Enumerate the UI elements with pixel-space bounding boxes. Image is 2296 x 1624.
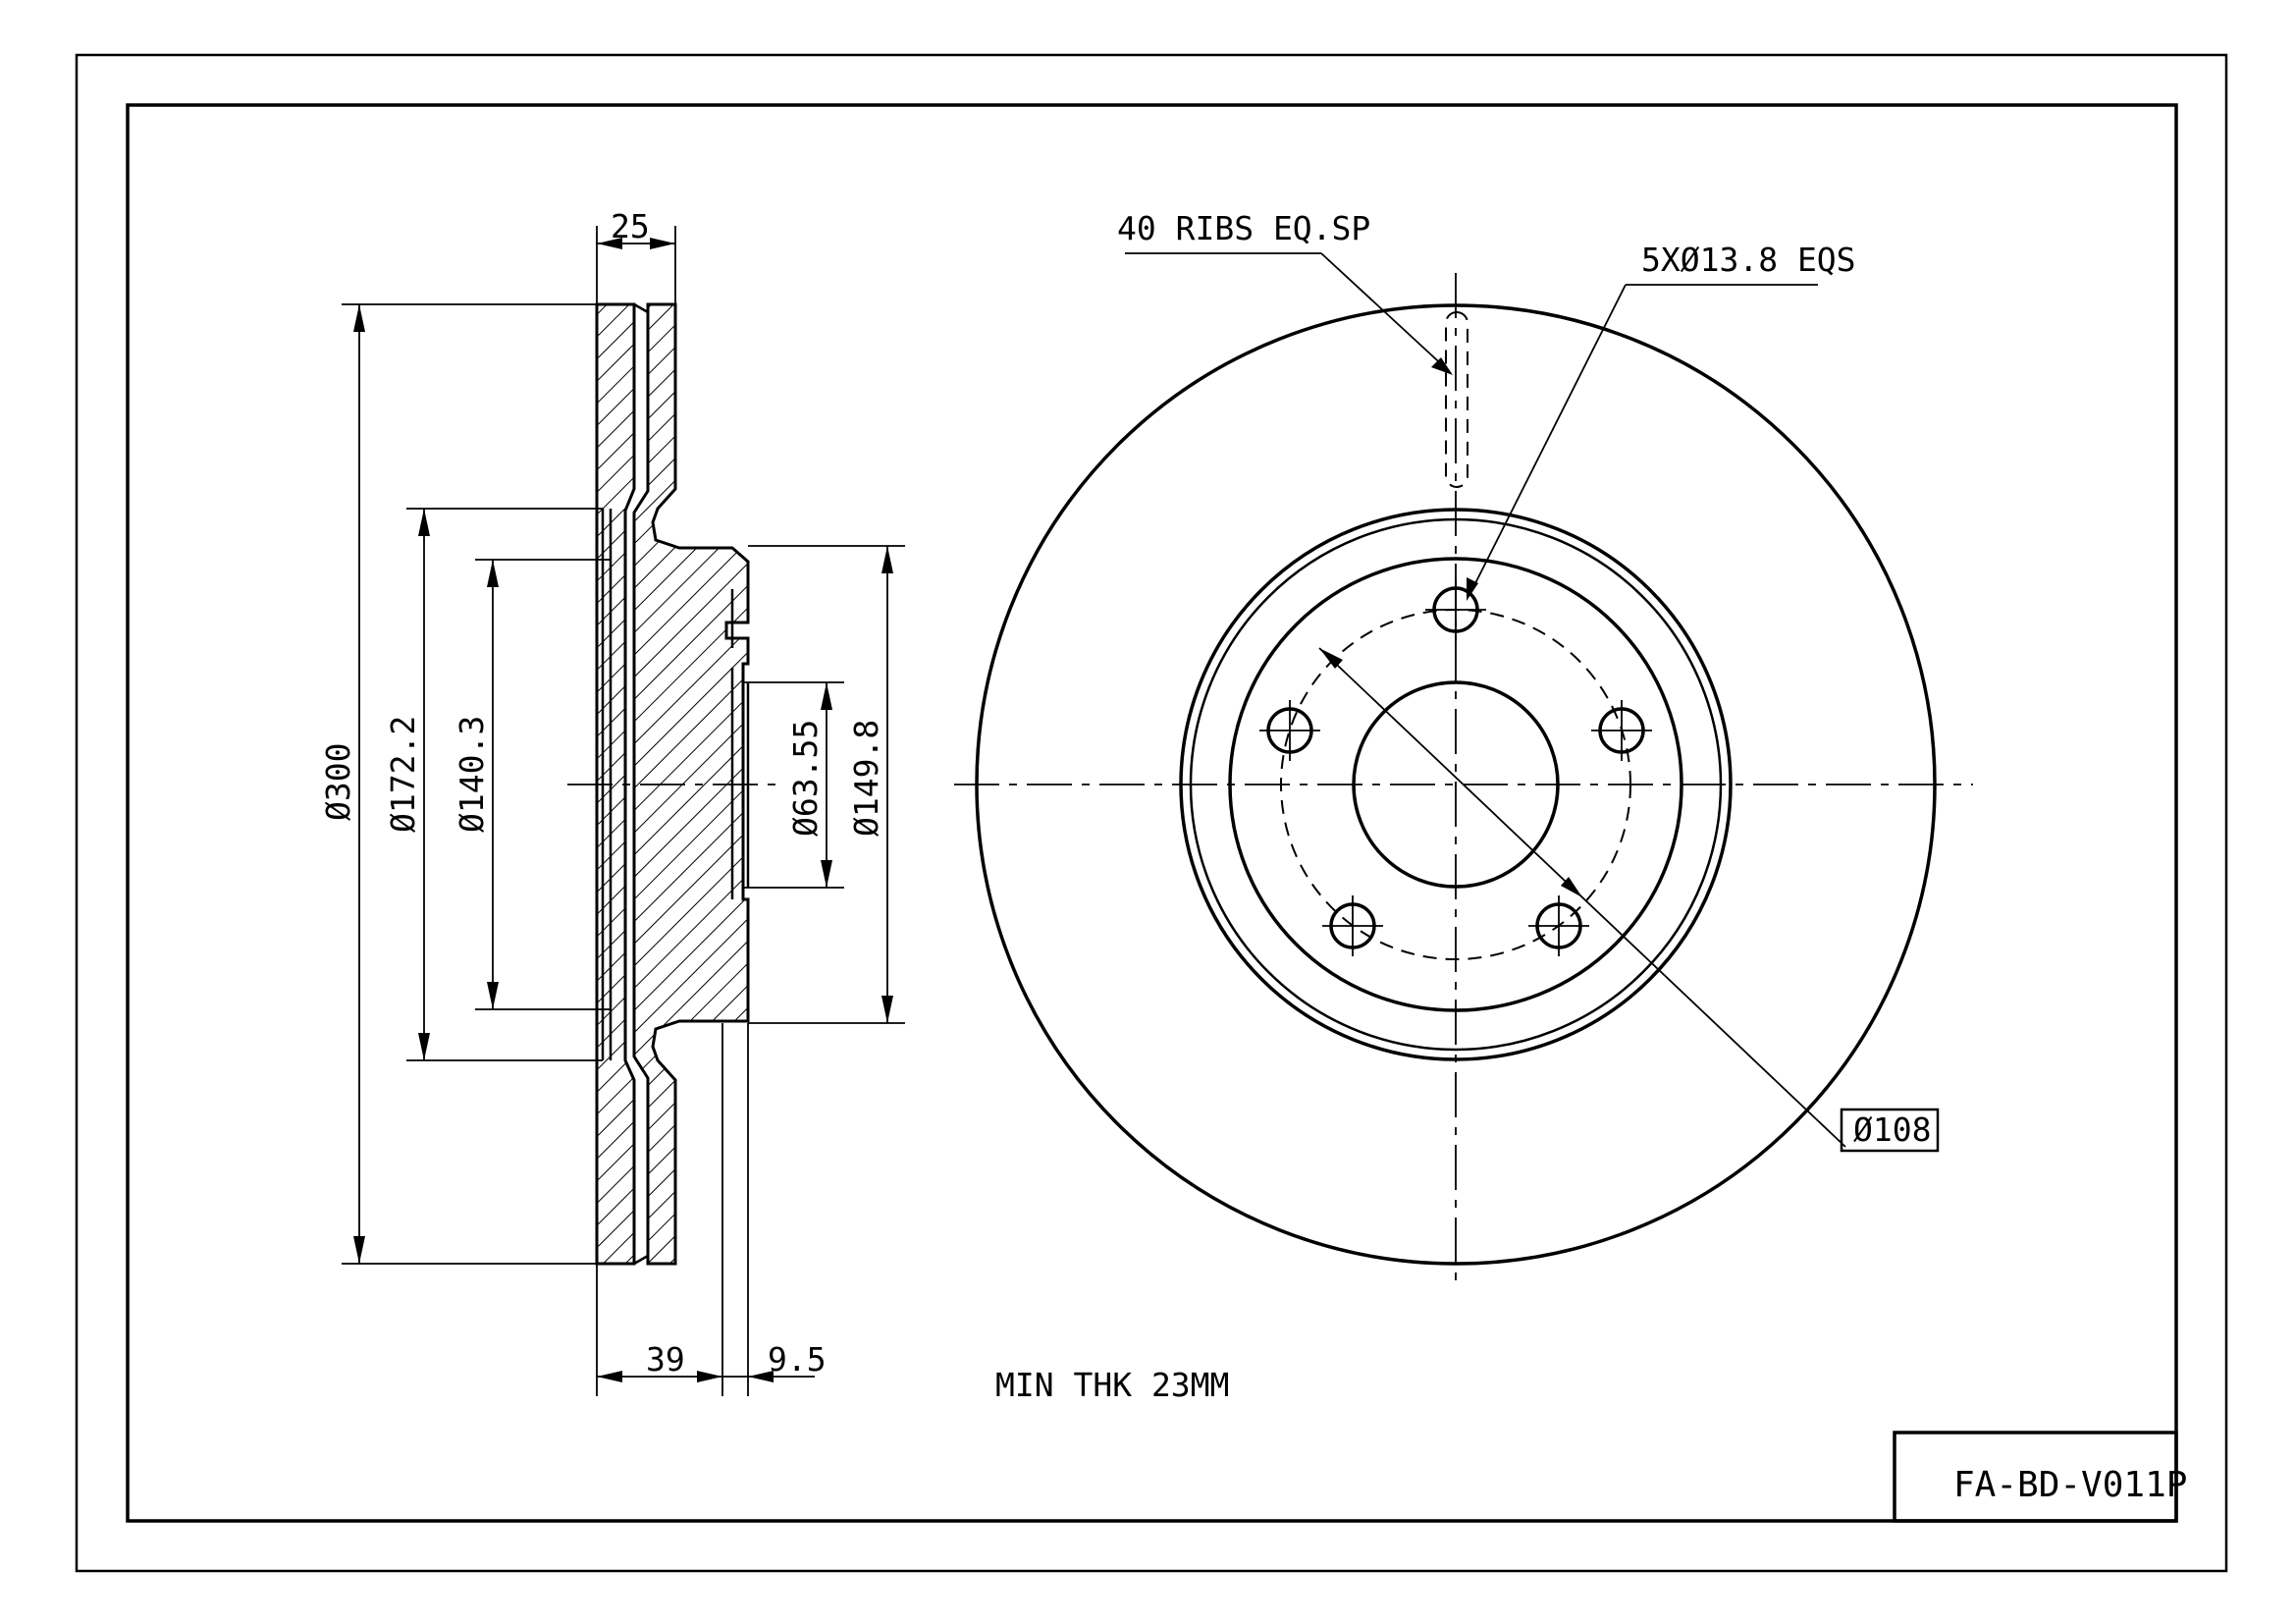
outer-frame: [75, 53, 2228, 1573]
bolt-holes: [1259, 579, 1652, 956]
dim-hat-diameter: Ø149.8: [847, 720, 885, 837]
note-min-thickness: MIN THK 23MM: [995, 1366, 1229, 1404]
inner-frame: [126, 103, 2178, 1523]
inboard-plate: [632, 302, 750, 1266]
dim-inner-diameter-2: Ø140.3: [453, 716, 491, 833]
dim-hat-thickness: 9.5: [768, 1340, 827, 1379]
title-block: FA-BD-V011P: [1893, 1431, 2187, 1523]
dim-outer-diameter: Ø300: [319, 743, 357, 821]
part-number: FA-BD-V011P: [1953, 1465, 2187, 1505]
hat-outer-edge: [1179, 508, 1733, 1061]
hat-step: [1189, 517, 1723, 1052]
hat-face: [1228, 557, 1683, 1012]
rotor-outer-edge: [975, 303, 1937, 1266]
dim-total-height: 39: [646, 1340, 685, 1379]
rib-slot: [1445, 311, 1468, 488]
center-bore: [1352, 680, 1560, 889]
dim-inner-diameter-1: Ø172.2: [384, 716, 422, 833]
dim-disc-thickness: 25: [611, 207, 650, 245]
section-view: Ø300 Ø172.2 Ø140.3 Ø63.55 Ø149.8: [319, 207, 905, 1396]
front-view: 40 RIBS EQ.SP 5XØ13.8 EQS Ø108: [954, 209, 1973, 1288]
note-pcd: Ø108: [1853, 1110, 1931, 1149]
note-ribs: 40 RIBS EQ.SP: [1117, 209, 1370, 247]
note-holes: 5XØ13.8 EQS: [1641, 241, 1856, 279]
dim-center-bore: Ø63.55: [786, 720, 825, 837]
